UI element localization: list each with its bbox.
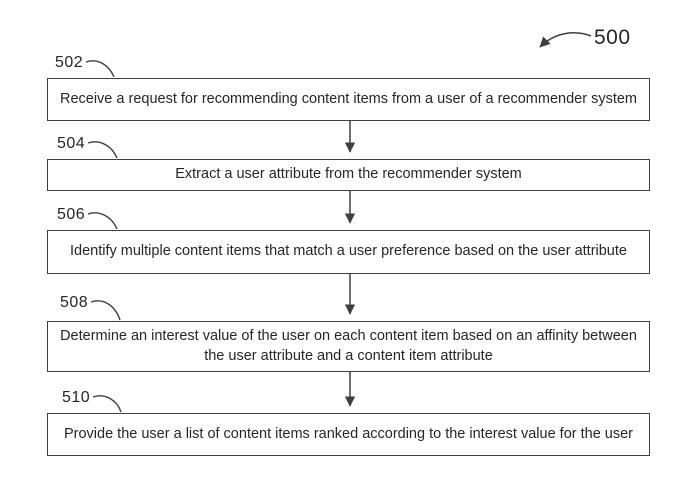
leader-line-502	[85, 60, 115, 78]
step-text-502: Receive a request for recommending conte…	[59, 90, 638, 107]
step-box-508: Determine an interest value of the user …	[47, 321, 650, 372]
step-box-504: Extract a user attribute from the recomm…	[47, 159, 650, 191]
figure-number-arrow	[539, 32, 592, 48]
step-box-510: Provide the user a list of content items…	[47, 413, 650, 456]
leader-line-508	[90, 300, 121, 321]
step-ref-504: 504	[57, 135, 86, 152]
leader-line-504	[87, 141, 118, 159]
step-text-504: Extract a user attribute from the recomm…	[175, 166, 522, 183]
step-ref-510: 510	[62, 389, 91, 406]
leader-line-510	[92, 395, 122, 413]
step-text-510: Provide the user a list of content items…	[63, 425, 634, 442]
step-box-506: Identify multiple content items that mat…	[47, 230, 650, 274]
leader-line-506	[87, 212, 118, 230]
step-box-502: Receive a request for recommending conte…	[47, 78, 650, 121]
figure-number: 500	[594, 26, 631, 49]
step-ref-502: 502	[55, 54, 84, 71]
step-text-506: Identify multiple content items that mat…	[70, 243, 627, 260]
step-text-508: Determine an interest value of the user …	[60, 328, 637, 364]
step-ref-508: 508	[60, 294, 89, 311]
step-ref-506: 506	[57, 206, 86, 223]
